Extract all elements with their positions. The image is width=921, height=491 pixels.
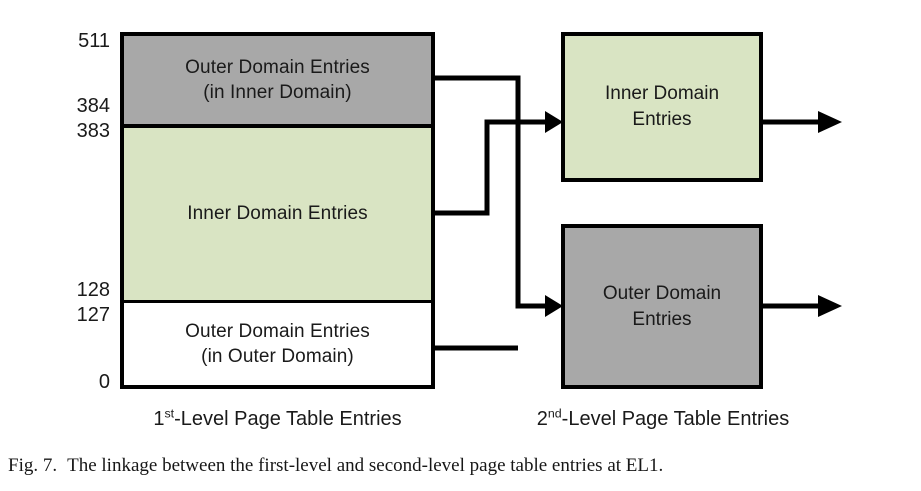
figure-caption-text: The linkage between the first-level and … (67, 455, 664, 476)
level2-box-outer-line1: Outer Domain (602, 282, 722, 304)
figure-caption: Fig. 7. The linkage between the first-lev… (8, 455, 913, 477)
level1-row-inner-line1: Inner Domain Entries (187, 203, 368, 225)
arrowhead-inner-box-output (818, 111, 842, 133)
level2-box-inner-text: Inner Domain Entries (605, 81, 719, 132)
level1-caption-ordinal: st (164, 406, 175, 421)
level2-caption-suffix: -Level Page Table Entries (561, 408, 790, 430)
level1-index-column: 511 384 383 128 127 0 (40, 0, 110, 491)
level1-row-outer-outer-line2: (in Outer Domain) (201, 346, 354, 367)
level2-caption-ordinal: nd (547, 406, 562, 421)
level1-row-outer-inner-line2: (in Inner Domain) (203, 82, 352, 103)
index-label-383: 383 (76, 120, 110, 142)
level1-row-outer-inner-text: Outer Domain Entries (in Inner Domain) (185, 55, 370, 105)
wire-inner-to-inner-box (435, 119, 548, 216)
figure-caption-label: Fig. 7. (8, 455, 58, 476)
level1-group-caption: 1st-Level Page Table Entries (120, 406, 435, 431)
index-label-127: 127 (76, 304, 110, 326)
index-label-0: 0 (98, 371, 110, 393)
level2-box-inner-line2: Entries (632, 109, 692, 130)
level1-caption-number: 1 (153, 408, 165, 430)
index-label-128: 128 (76, 279, 110, 301)
wire-outer-in-inner-to-outer-box (435, 75, 548, 309)
level2-caption-number: 2 (536, 408, 548, 430)
level1-row-outer-inner-line1: Outer Domain Entries (185, 56, 370, 78)
index-label-384: 384 (76, 95, 110, 117)
level2-box-outer-domain-entries[interactable]: Outer Domain Entries (561, 224, 763, 389)
level1-row-inner-domain-entries[interactable]: Inner Domain Entries (124, 128, 431, 303)
level2-box-outer-text: Outer Domain Entries (603, 281, 721, 332)
level1-row-inner-text: Inner Domain Entries (187, 201, 367, 226)
level1-row-outer-domain-in-inner-domain[interactable]: Outer Domain Entries (in Inner Domain) (124, 36, 431, 128)
index-label-511: 511 (78, 30, 110, 52)
level2-box-inner-line1: Inner Domain (604, 83, 720, 105)
level2-group-caption: 2nd-Level Page Table Entries (508, 406, 818, 431)
level1-row-outer-domain-in-outer-domain[interactable]: Outer Domain Entries (in Outer Domain) (124, 303, 431, 385)
arrowhead-outer-box-output (818, 295, 842, 317)
level1-page-table: Outer Domain Entries (in Inner Domain) I… (120, 32, 435, 389)
level2-box-inner-domain-entries[interactable]: Inner Domain Entries (561, 32, 763, 182)
level1-caption-suffix: -Level Page Table Entries (174, 408, 402, 430)
level1-row-outer-outer-text: Outer Domain Entries (in Outer Domain) (185, 319, 370, 369)
level1-row-outer-outer-line1: Outer Domain Entries (185, 320, 370, 342)
level2-box-outer-line2: Entries (632, 308, 692, 330)
